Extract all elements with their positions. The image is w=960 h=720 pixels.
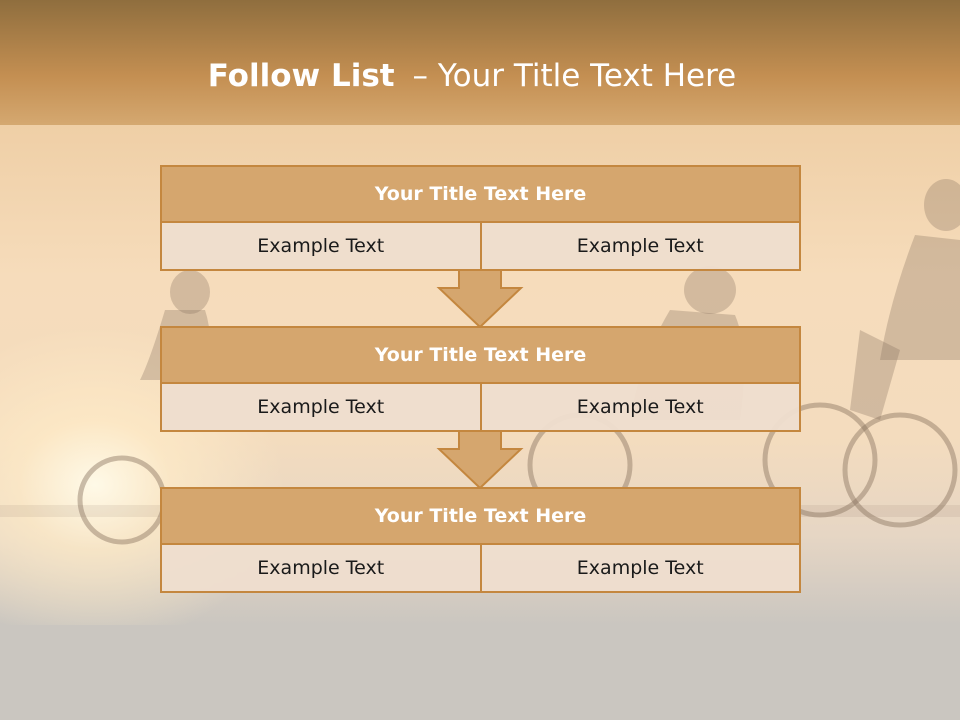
list-block-3: Your Title Text Here Example Text Exampl… (160, 487, 801, 593)
list-block-1: Your Title Text Here Example Text Exampl… (160, 165, 801, 271)
block-cell-right: Example Text (479, 223, 799, 269)
block-cell-right: Example Text (479, 384, 799, 430)
block-title: Your Title Text Here (162, 167, 799, 223)
block-cell-right: Example Text (479, 545, 799, 591)
block-row: Example Text Example Text (162, 384, 799, 430)
block-title: Your Title Text Here (162, 328, 799, 384)
block-row: Example Text Example Text (162, 545, 799, 591)
block-cell-left: Example Text (162, 545, 480, 591)
slide-title: Follow List – Your Title Text Here (0, 56, 944, 96)
list-block-2: Your Title Text Here Example Text Exampl… (160, 326, 801, 432)
block-title: Your Title Text Here (162, 489, 799, 545)
slide-title-separator: – (412, 58, 428, 94)
block-cell-left: Example Text (162, 223, 480, 269)
block-row: Example Text Example Text (162, 223, 799, 269)
slide-title-bold: Follow List (207, 58, 395, 94)
block-cell-left: Example Text (162, 384, 480, 430)
slide-title-rest: Your Title Text Here (437, 58, 737, 94)
